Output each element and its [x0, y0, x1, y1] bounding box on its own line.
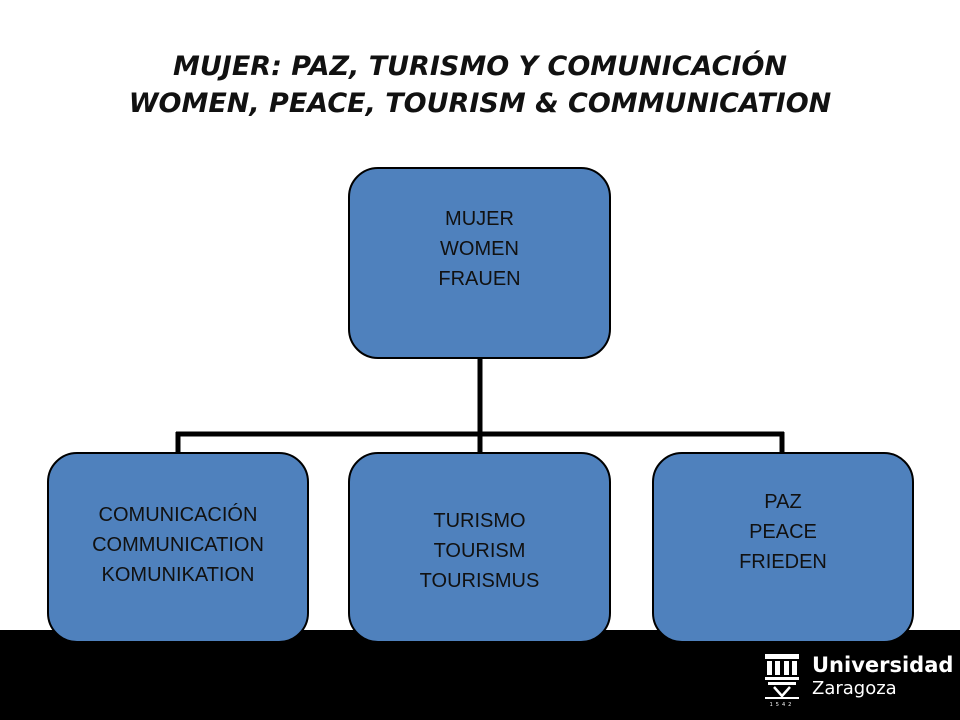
node-paz-line-3: FRIEDEN	[739, 550, 827, 573]
node-root-line-1: MUJER	[445, 208, 514, 230]
footer-bar	[0, 630, 960, 720]
node-paz-line-1: PAZ	[764, 490, 802, 513]
slide-title: MUJER: PAZ, TURISMO Y COMUNICACIÓN WOMEN…	[0, 48, 960, 122]
node-comunicacion-line-1: COMUNICACIÓN	[98, 503, 258, 526]
node-root-line-2: WOMEN	[440, 238, 519, 260]
logo-year: 1542	[770, 702, 795, 708]
title-line-spanish: MUJER: PAZ, TURISMO Y COMUNICACIÓN	[173, 51, 787, 82]
logo-name: Universidad	[812, 653, 954, 677]
node-paz-line-2: PEACE	[749, 520, 817, 543]
university-logo: 1542 Universidad Zaragoza	[762, 652, 953, 710]
node-comunicacion: COMUNICACIÓN COMMUNICATION KOMUNIKATION	[47, 452, 309, 643]
node-paz: PAZ PEACE FRIEDEN	[652, 452, 914, 643]
university-emblem-icon: 1542	[765, 654, 799, 708]
node-comunicacion-line-2: COMMUNICATION	[92, 533, 264, 556]
node-root-mujer: MUJER WOMEN FRAUEN	[348, 167, 611, 359]
node-turismo: TURISMO TOURISM TOURISMUS	[348, 452, 611, 643]
node-turismo-line-1: TURISMO	[433, 509, 526, 532]
title-line-english: WOMEN, PEACE, TOURISM & COMMUNICATION	[128, 88, 832, 119]
node-turismo-line-3: TOURISMUS	[419, 569, 540, 592]
node-turismo-line-2: TOURISM	[433, 539, 526, 562]
node-root-line-3: FRAUEN	[438, 268, 521, 290]
node-comunicacion-line-3: KOMUNIKATION	[101, 563, 255, 586]
logo-city: Zaragoza	[812, 678, 897, 699]
